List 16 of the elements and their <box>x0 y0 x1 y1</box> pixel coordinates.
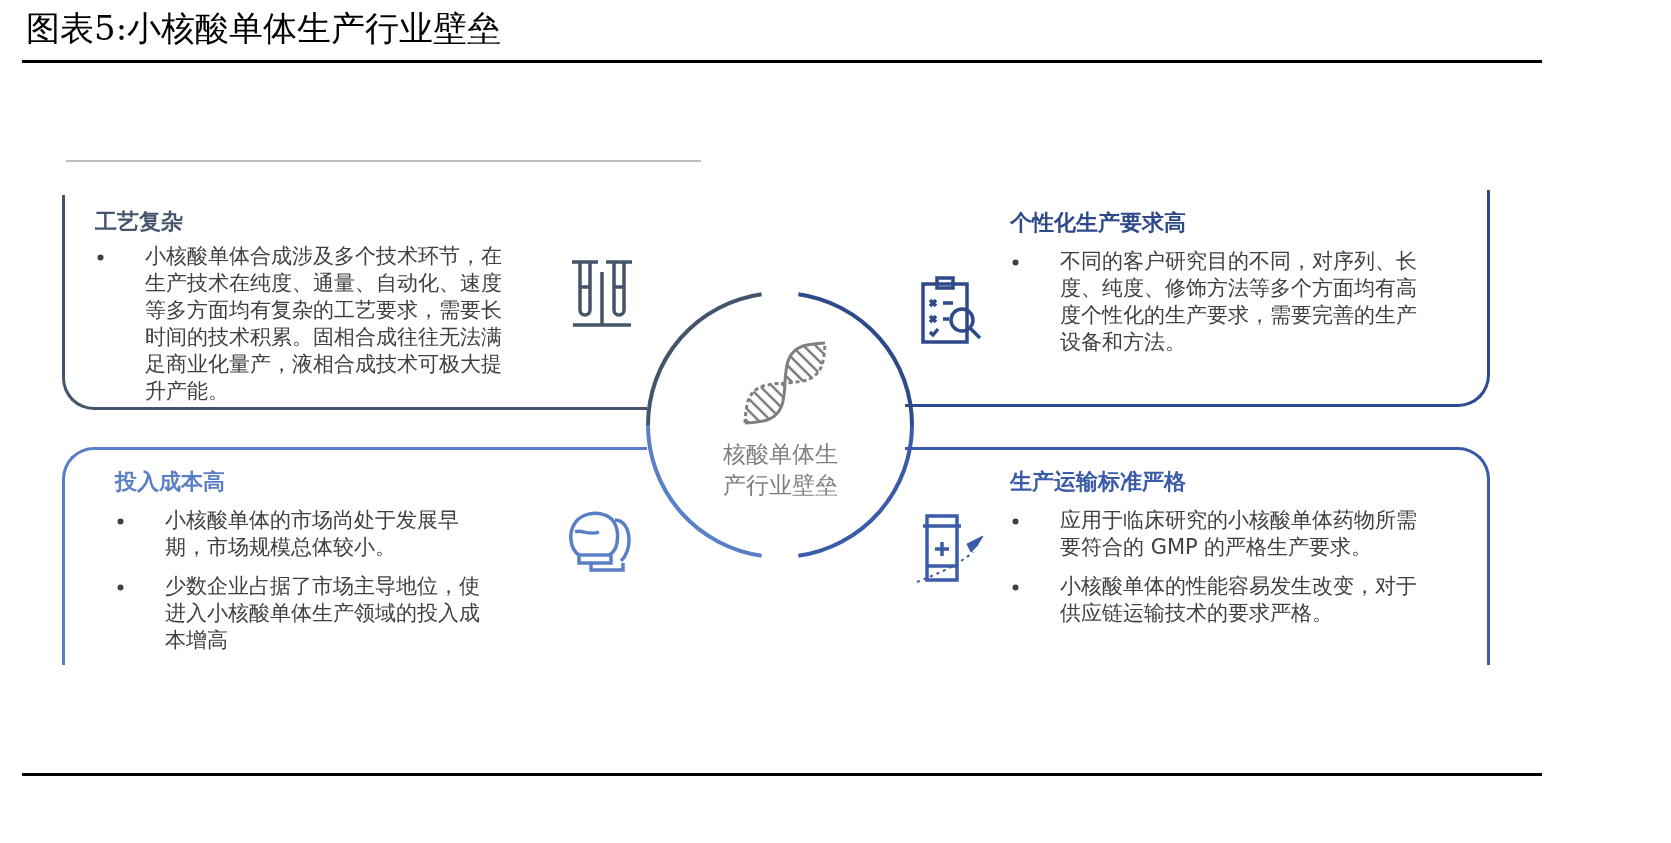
bullet-text: 不同的客户研究目的不同，对序列、长度、纯度、修饰方法等多个方面均有高度个性化的生产要求，需要完善的生产设备和方法。 <box>1060 248 1418 356</box>
center-title: 核酸单体生产行业壁垒 <box>721 440 839 500</box>
panel-heading: 生产运输标准严格 <box>1010 468 1186 496</box>
barrier-panel <box>62 195 647 410</box>
panel-heading: 工艺复杂 <box>95 208 183 236</box>
barrier-panel <box>905 190 1490 407</box>
bullet-text: 小核酸单体的市场尚处于发展早期，市场规模总体较小。 <box>165 507 460 561</box>
bullet-text: 应用于临床研究的小核酸单体药物所需要符合的 GMP 的严格生产要求。 <box>1060 507 1418 561</box>
panel-heading: 个性化生产要求高 <box>1010 209 1186 237</box>
barrier-panel <box>905 447 1490 665</box>
barrier-panel <box>62 447 647 665</box>
figure-title: 图表5:小核酸单体生产行业壁垒 <box>26 7 502 50</box>
bullet-text: 小核酸单体合成涉及多个技术环节，在生产技术在纯度、通量、自动化、速度等多方面均有复杂的工艺要求，需要长时间的技术积累。固相合成往往无法满足商业化量产，液相合成技术可极大提升产能。 <box>145 243 503 405</box>
bullet-text: 小核酸单体的性能容易发生改变，对于供应链运输技术的要求严格。 <box>1060 573 1418 627</box>
panel-heading: 投入成本高 <box>115 468 225 496</box>
bullet-text: 少数企业占据了市场主导地位，使进入小核酸单体生产领域的投入成本增高 <box>165 573 481 654</box>
